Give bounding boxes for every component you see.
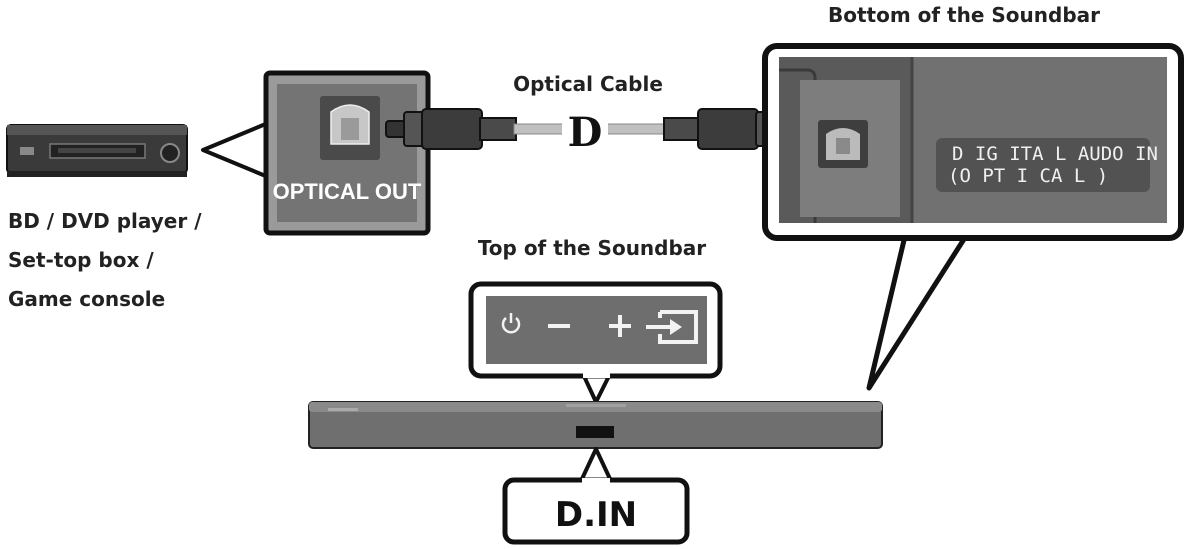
power-icon[interactable]: [501, 313, 521, 334]
bottom-of-soundbar-callout: [762, 43, 1184, 391]
digital-audio-in-label-line1: D IG ITA L AUDO IN: [952, 143, 1158, 165]
source-device: [6, 124, 188, 177]
input-source-icon[interactable]: [646, 310, 698, 344]
optical-out-callout: [201, 70, 431, 236]
cable-logo-backdrop: [562, 112, 608, 146]
top-of-soundbar-label: Top of the Soundbar: [478, 236, 706, 260]
optical-out-label: OPTICAL OUT: [273, 179, 422, 204]
soundbar: [308, 401, 883, 449]
optical-cable-logo: D: [568, 109, 603, 156]
d-in-callout: [502, 447, 690, 545]
source-device-label-line3: Game console: [8, 287, 165, 311]
optical-cable-label: Optical Cable: [513, 72, 663, 96]
d-in-display-label: D.IN: [555, 495, 637, 535]
digital-audio-in-label-line2: (O PT I CA L ): [948, 165, 1108, 187]
source-device-label-line1: BD / DVD player /: [8, 209, 202, 233]
source-device-label-line2: Set-top box /: [8, 248, 154, 272]
plus-icon[interactable]: [609, 315, 631, 337]
bottom-of-soundbar-label: Bottom of the Soundbar: [828, 3, 1100, 27]
